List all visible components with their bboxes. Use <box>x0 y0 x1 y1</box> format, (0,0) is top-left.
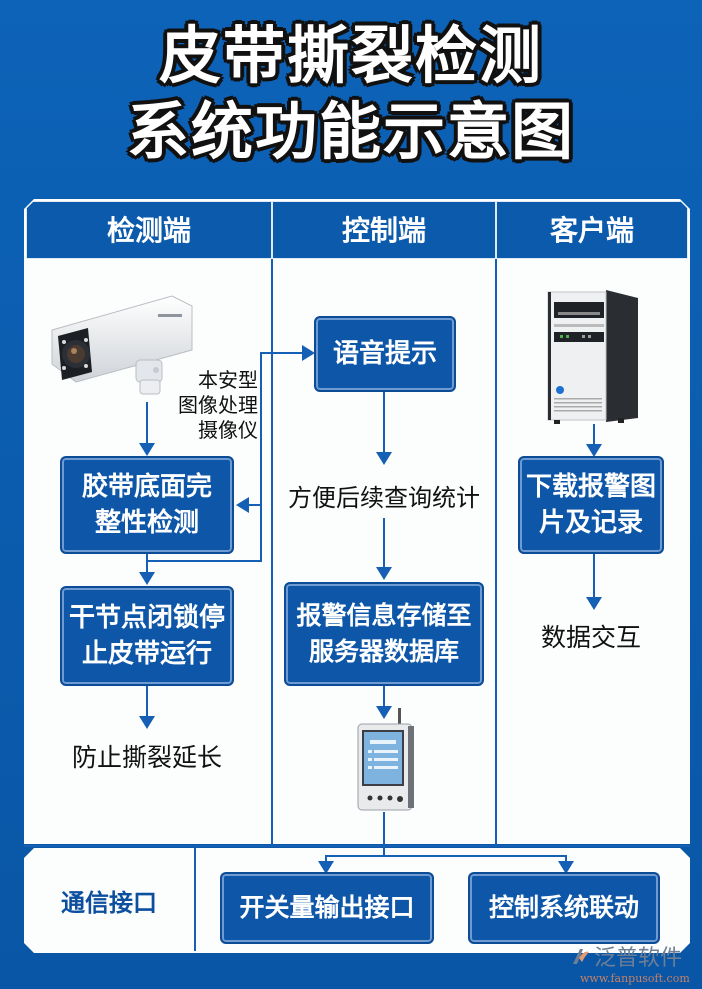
box-line: 报警信息存储至 <box>296 601 472 630</box>
connector-split-left <box>325 855 327 865</box>
voice-prompt-box: 语音提示 <box>314 316 456 392</box>
camera-label-line-1: 本安型 <box>198 368 258 392</box>
dry-contact-lock-box: 干节点闭锁停 止皮带运行 <box>60 586 234 686</box>
arrow-down-icon <box>318 861 334 874</box>
title-line-1: 皮带撕裂检测 <box>158 19 543 92</box>
column-header-client: 客户端 <box>496 201 688 259</box>
arrow-down-icon <box>376 567 392 580</box>
arrow-down-icon <box>139 716 155 729</box>
connector-note-to-box <box>383 518 385 570</box>
arrow-down-icon <box>376 706 392 719</box>
detection-result: 防止撕裂延长 <box>71 743 222 772</box>
arrow-down-icon <box>139 443 155 456</box>
server-tower-icon <box>544 290 644 424</box>
query-stats-note: 方便后续查询统计 <box>288 484 480 512</box>
control-system-linkage-box: 控制系统联动 <box>468 872 660 944</box>
connector-bottom-loop <box>146 560 262 562</box>
camera-label-line-2: 图像处理 <box>178 393 258 417</box>
column-divider-1 <box>271 259 273 845</box>
client-result: 数据交互 <box>540 623 641 652</box>
bullet-camera-icon <box>50 292 200 402</box>
connector-loop-vertical <box>260 352 262 562</box>
connector-box2-to-result <box>146 686 148 718</box>
arrow-down-icon <box>139 572 155 585</box>
communication-divider <box>194 847 196 951</box>
connector-device-down <box>383 812 385 856</box>
diagram-title: 皮带撕裂检测 系统功能示意图 <box>0 18 702 170</box>
switch-output-interface-box: 开关量输出接口 <box>220 872 434 944</box>
title-line-2: 系统功能示意图 <box>126 95 575 168</box>
connector-box-to-result <box>593 554 595 600</box>
box-line: 干节点闭锁停 <box>68 603 225 633</box>
arrow-down-icon <box>586 444 602 457</box>
connector-voice-to-note <box>383 392 385 456</box>
box-line: 整性检测 <box>94 508 199 538</box>
box-line: 服务器数据库 <box>308 637 459 666</box>
box-line: 片及记录 <box>538 508 643 538</box>
arrow-down-icon <box>586 597 602 610</box>
brand-logo-icon <box>570 946 590 966</box>
connector-split-right <box>565 855 567 865</box>
watermark: 泛普软件 www.fanpusoft.com <box>570 940 700 985</box>
connector-split <box>325 855 567 857</box>
arrow-left-icon <box>236 497 249 513</box>
box-line: 止皮带运行 <box>81 639 212 669</box>
control-terminal-icon <box>354 708 418 812</box>
download-alarm-box: 下载报警图 片及记录 <box>518 456 664 554</box>
arrow-down-icon <box>376 452 392 465</box>
alarm-storage-box: 报警信息存储至 服务器数据库 <box>284 582 484 686</box>
belt-integrity-detection-box: 胶带底面完 整性检测 <box>60 456 234 554</box>
connector-server-to-box <box>593 424 595 448</box>
arrow-right-icon <box>302 345 315 361</box>
row-divider <box>24 845 690 847</box>
connector-box-to-device <box>383 686 385 708</box>
camera-label-line-3: 摄像仪 <box>198 418 258 442</box>
column-header-detection: 检测端 <box>26 201 272 259</box>
connector-to-detection-box <box>248 504 262 506</box>
brand-url: www.fanpusoft.com <box>580 972 690 985</box>
column-header-control: 控制端 <box>272 201 496 259</box>
communication-label: 通信接口 <box>61 889 157 917</box>
connector-camera-to-box <box>146 402 148 446</box>
connector-box1-to-box2 <box>146 554 148 574</box>
arrow-down-icon <box>558 861 574 874</box>
box-line: 下载报警图 <box>525 472 656 502</box>
column-divider-2 <box>495 259 497 845</box>
box-line: 胶带底面完 <box>81 472 212 502</box>
connector-to-voice <box>260 352 306 354</box>
camera-label: 本安型 图像处理 摄像仪 <box>170 368 258 443</box>
brand-name: 泛普软件 <box>594 946 683 971</box>
